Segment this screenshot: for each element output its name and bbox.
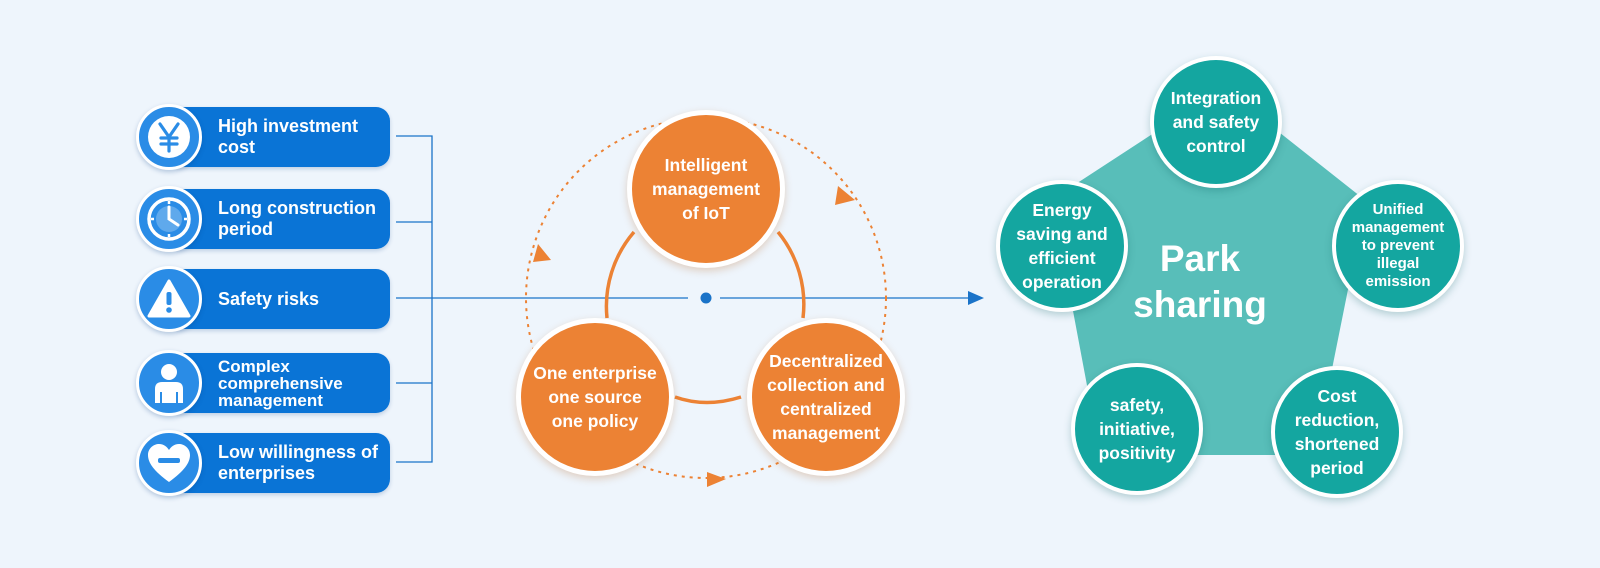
problem-bar bbox=[176, 433, 390, 493]
flow-arrowhead bbox=[968, 291, 984, 305]
problem-label: High investment cost bbox=[218, 116, 359, 157]
cycle-node-collection: Decentralized collection and centralized… bbox=[747, 318, 905, 476]
cycle-arrow-left bbox=[533, 244, 551, 262]
inner-arc-bottom bbox=[674, 395, 742, 405]
inner-arc-right bbox=[776, 230, 806, 319]
problem-item: High investment cost bbox=[136, 104, 396, 170]
problem-label: Low willingness of enterprises bbox=[218, 442, 379, 483]
problem-item: Safety risks bbox=[136, 266, 396, 332]
yen-icon bbox=[136, 104, 202, 170]
bracket-line bbox=[396, 135, 433, 463]
inner-arc-left bbox=[604, 230, 636, 319]
clock-icon bbox=[136, 186, 202, 252]
problem-item: Complex comprehensive management bbox=[136, 350, 396, 416]
cycle-node-iot: Intelligent management of IoT bbox=[627, 110, 785, 268]
benefit-safety-positivity: safety, initiative, positivity bbox=[1071, 363, 1203, 495]
cycle-arrow-bottom bbox=[707, 472, 726, 487]
outer-dotted-circle bbox=[525, 117, 887, 479]
benefit-cost-reduction: Cost reduction, shortened period bbox=[1271, 366, 1403, 498]
problem-label: Safety risks bbox=[218, 288, 320, 309]
cycle-arrow-right bbox=[835, 186, 855, 205]
problem-bar bbox=[176, 107, 390, 167]
heart-minus-icon bbox=[136, 430, 202, 496]
benefit-energy-saving: Energy saving and efficient operation bbox=[996, 180, 1128, 312]
problem-bar bbox=[176, 353, 390, 413]
problem-label: Long construction period bbox=[218, 198, 376, 239]
benefit-integration-safety: Integration and safety control bbox=[1150, 56, 1282, 188]
center-dot bbox=[700, 292, 712, 304]
benefit-unified-management: Unified management to prevent illegal em… bbox=[1332, 180, 1464, 312]
problem-bar bbox=[176, 189, 390, 249]
problem-item: Long construction period bbox=[136, 186, 396, 252]
park-sharing-title: Park sharing bbox=[1133, 238, 1267, 325]
problem-bar bbox=[176, 269, 390, 329]
person-icon bbox=[136, 350, 202, 416]
problem-label: Complex comprehensive management bbox=[218, 356, 343, 410]
cycle-node-enterprise: One enterprise one source one policy bbox=[516, 318, 674, 476]
problem-item: Low willingness of enterprises bbox=[136, 430, 396, 496]
warning-icon bbox=[136, 266, 202, 332]
